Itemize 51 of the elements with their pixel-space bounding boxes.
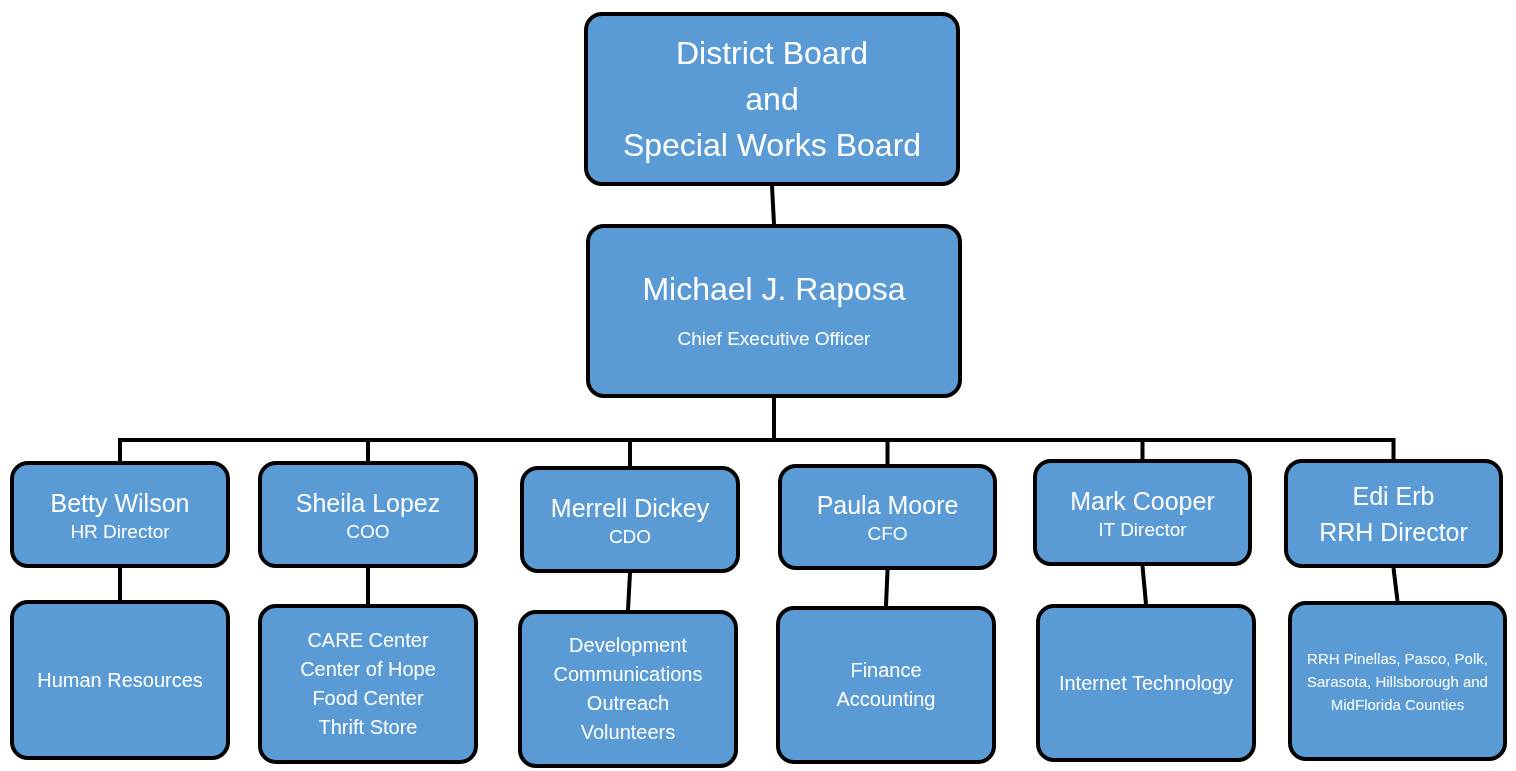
box-subtitle: Accounting: [836, 687, 936, 712]
box-subtitle: IT Director: [1098, 517, 1187, 542]
box-subtitle: Thrift Store: [318, 715, 418, 740]
connector-line: [118, 568, 122, 600]
connector-line: [1391, 567, 1400, 602]
connector-line: [366, 568, 370, 604]
box-title: Finance: [850, 658, 922, 683]
box-subtitle: Communications: [553, 662, 703, 687]
org-box: [520, 466, 740, 573]
box-subtitle: CFO: [867, 522, 908, 546]
box-title: Mark Cooper: [1070, 485, 1215, 517]
box-title: Internet Technology: [1058, 670, 1234, 696]
box-title: Merrell Dickey: [550, 492, 710, 524]
box-subtitle: CDO: [608, 524, 652, 549]
box-subtitle: Food Center: [312, 686, 424, 711]
connector-line: [626, 572, 632, 611]
box-subtitle: COO: [346, 519, 390, 544]
box-subtitle: Center of Hope: [300, 657, 436, 682]
box-title: Betty Wilson: [50, 487, 190, 519]
box-subtitle: RRH Director: [1319, 516, 1468, 548]
box-subtitle: HR Director: [70, 519, 170, 544]
box-title: RRH Pinellas, Pasco, Polk, Sarasota, Hillsborough and MidFlorida Counties: [1306, 648, 1489, 715]
org-box: [778, 464, 997, 570]
box-title: District Board: [675, 34, 868, 73]
box-subtitle: Special Works Board: [622, 126, 922, 165]
box-title: CARE Center: [307, 628, 429, 653]
org-box: [1284, 459, 1503, 568]
box-title: Paula Moore: [816, 490, 959, 521]
box-title: Development: [569, 633, 687, 658]
box-title: Sheila Lopez: [295, 487, 441, 519]
connector-line: [1140, 565, 1148, 605]
org-box: [258, 461, 478, 568]
org-box: [586, 224, 962, 398]
org-box: [10, 600, 230, 760]
box-subtitle: and: [745, 80, 799, 119]
org-box: [1033, 459, 1252, 566]
org-box: [258, 604, 478, 764]
box-title: Edi Erb: [1352, 480, 1435, 512]
connector-line: [884, 569, 890, 607]
box-title: Human Resources: [37, 667, 203, 693]
org-box: [518, 610, 738, 768]
org-box: [776, 606, 996, 764]
org-box: [1036, 604, 1256, 762]
box-title: Michael J. Raposa: [642, 269, 906, 309]
box-subtitle: Outreach: [586, 691, 670, 716]
box-subtitle: Volunteers: [580, 720, 676, 745]
connector-line: [770, 185, 776, 225]
box-subtitle: Chief Executive Officer: [677, 326, 871, 351]
org-box: [1288, 601, 1507, 761]
org-box: [584, 12, 960, 186]
org-box: [10, 461, 230, 568]
